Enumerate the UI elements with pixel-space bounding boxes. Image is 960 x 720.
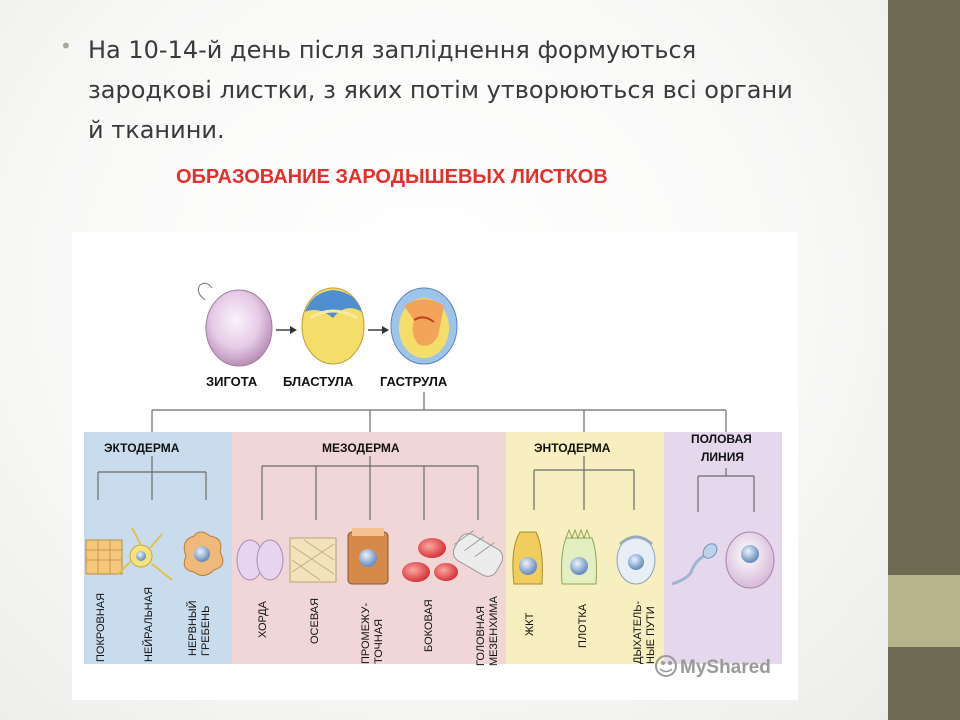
- tissue-label-golovnaya-1: ГОЛОВНАЯ: [475, 606, 487, 666]
- tissue-label-nervny-2: ГРЕБЕНЬ: [200, 606, 212, 656]
- tissue-label-pokrovnaya: ПОКРОВНАЯ: [95, 593, 107, 662]
- tissue-label-osevaya: ОСЕВАЯ: [309, 598, 321, 644]
- cell-lateral: [402, 538, 458, 582]
- stage-label-gastrula: ГАСТРУЛА: [380, 374, 448, 389]
- cell-egg: [725, 531, 775, 589]
- tissue-label-khorda: ХОРДА: [257, 600, 269, 638]
- cell-chord: [236, 539, 284, 581]
- cell-axial: [289, 537, 337, 583]
- figure-title: ОБРАЗОВАНИЕ ЗАРОДЫШЕВЫХ ЛИСТКОВ: [176, 166, 608, 188]
- myshared-logo-icon: [655, 655, 677, 677]
- tissue-label-nervny-1: НЕРВНЫЙ: [186, 600, 199, 656]
- stage-label-blastula: БЛАСТУЛА: [283, 374, 354, 389]
- tissue-label-dykh-2: НЫЕ ПУТИ: [645, 606, 657, 664]
- tissue-label-bokovaya: БОКОВАЯ: [423, 599, 435, 652]
- bullet-text: На 10-14-й день після запліднення формую…: [88, 30, 848, 150]
- bullet-line-3: й тканини.: [88, 116, 225, 144]
- myshared-watermark: MyShared: [655, 655, 771, 678]
- cell-intermediate: [347, 528, 389, 585]
- cell-gut: [512, 531, 543, 585]
- cell-sperm: [671, 543, 718, 586]
- cell-neuron: [117, 527, 173, 581]
- tissue-label-neiralnaya: НЕЙРАЛЬНАЯ: [142, 587, 155, 662]
- cell-epidermis: [85, 539, 123, 575]
- blastula-illustration: [301, 287, 365, 365]
- bullet-marker: •: [60, 34, 72, 58]
- bullet-line-2: зародкові листки, з яких потім утворюють…: [88, 76, 793, 104]
- stage-label-zygote: ЗИГОТА: [206, 374, 258, 389]
- arrow-icon: [368, 326, 389, 334]
- tissue-label-plotka: ПЛОТКА: [577, 603, 589, 648]
- group-label-germline-1: ПОЛОВАЯ: [691, 432, 752, 446]
- gastrula-illustration: [390, 287, 458, 365]
- tissue-label-promezh-2: ТОЧНАЯ: [373, 619, 385, 664]
- tissue-label-golovnaya-2: МЕЗЕНХИМА: [488, 595, 500, 666]
- cell-thyroid: [561, 528, 597, 585]
- group-label-mesoderm: МЕЗОДЕРМА: [322, 441, 400, 455]
- tissue-label-zhkt: ЖКТ: [524, 612, 536, 636]
- cell-airway: [616, 535, 656, 585]
- tissue-label-dykh-1: ДЫХАТЕЛЬ-: [632, 601, 644, 664]
- zygote-illustration: [197, 282, 273, 367]
- cell-neural-crest: [183, 531, 224, 576]
- group-label-germline-2: ЛИНИЯ: [701, 450, 744, 464]
- watermark-text: MyShared: [680, 657, 771, 678]
- bullet-line-1: На 10-14-й день після запліднення формую…: [88, 36, 697, 64]
- tissue-label-promezh-1: ПРОМЕЖУ-: [360, 603, 372, 664]
- cell-head-mesenchyme: [452, 530, 504, 577]
- slide-side-accent: [888, 575, 960, 647]
- branch-lines: [97, 392, 755, 520]
- group-label-ectoderm: ЭКТОДЕРМА: [104, 441, 180, 455]
- arrow-icon: [276, 326, 297, 334]
- group-label-endoderm: ЭНТОДЕРМА: [534, 441, 611, 455]
